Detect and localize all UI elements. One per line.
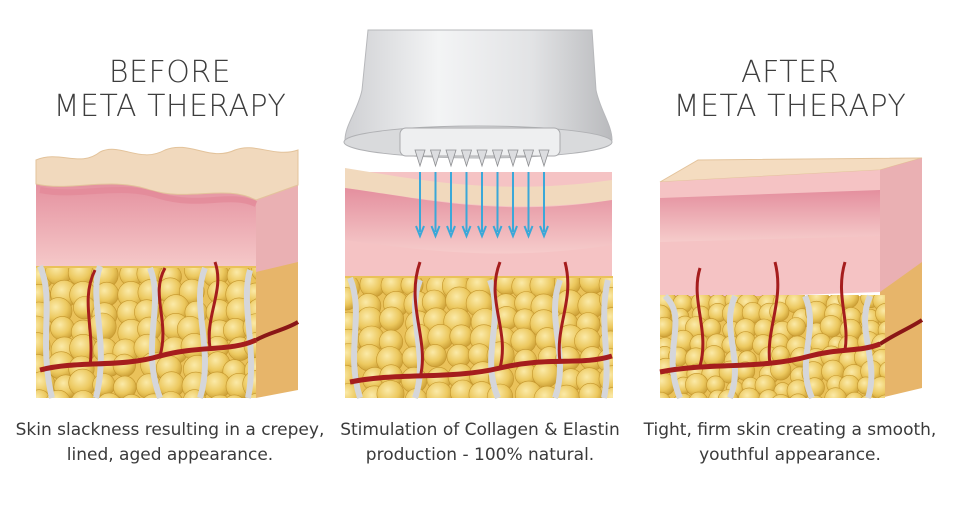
penetration-arrow — [430, 172, 441, 239]
after-heading-line-1: AFTER — [741, 55, 839, 90]
microneedle-device-icon — [343, 29, 613, 159]
needle-tip — [445, 149, 457, 168]
after-caption: Tight, firm skin creating a smooth, yout… — [630, 418, 950, 468]
fat-cell — [425, 381, 453, 398]
fat-cell — [845, 391, 865, 398]
needle-tip — [507, 149, 519, 168]
needle-tip — [476, 149, 488, 168]
fat-cell — [875, 303, 885, 325]
fat-cell — [159, 391, 183, 398]
fat-cell — [807, 395, 823, 398]
fat-cell — [36, 389, 51, 398]
fat-cell — [71, 390, 95, 398]
fat-cell — [225, 394, 243, 398]
needle-tip — [491, 149, 504, 168]
needle-arrow-icon — [414, 149, 550, 239]
fat-cell — [210, 394, 229, 398]
fat-cell — [379, 306, 405, 332]
fat-cell — [824, 387, 847, 398]
needle-tip — [414, 149, 426, 168]
fat-cell — [98, 392, 120, 398]
fat-cell — [50, 316, 75, 341]
before-heading-line-2: META THERAPY — [53, 89, 287, 124]
before-caption-line-2: lined, aged appearance. — [66, 445, 274, 465]
needle-tip — [429, 149, 442, 168]
needle-tip — [460, 149, 473, 168]
penetration-arrow — [446, 172, 456, 239]
before-heading-line-1: BEFORE — [108, 55, 232, 90]
fat-cell — [660, 316, 675, 338]
fat-cell — [122, 394, 141, 398]
fat-cell — [877, 394, 885, 398]
before-caption: Skin slackness resulting in a crepey, li… — [10, 418, 330, 468]
fat-cell — [738, 387, 761, 398]
needle-tip — [538, 149, 550, 168]
fat-cell — [735, 331, 756, 352]
after-heading-line-2: META THERAPY — [673, 89, 907, 124]
before-heading: BEFORE META THERAPY — [40, 56, 300, 124]
fat-cell — [717, 389, 739, 398]
penetration-arrow — [461, 172, 472, 239]
during-caption-line-1: Stimulation of Collagen & Elastin — [340, 420, 620, 440]
penetration-arrow — [523, 172, 534, 239]
fat-cell — [423, 344, 447, 368]
penetration-arrow — [539, 172, 549, 239]
fat-cell — [660, 391, 671, 398]
fat-cell — [786, 317, 806, 337]
during-caption: Stimulation of Collagen & Elastin produc… — [320, 418, 640, 468]
penetration-arrow — [477, 172, 487, 239]
skin-block-before — [35, 146, 300, 400]
fat-cell — [879, 361, 885, 381]
needle-tip — [522, 149, 535, 168]
fat-cell — [376, 380, 405, 398]
penetration-arrow — [415, 172, 425, 239]
penetration-arrow — [508, 172, 518, 239]
after-caption-line-2: youthful appearance. — [699, 445, 881, 465]
fat-cell — [789, 393, 807, 398]
skin-block-during — [343, 29, 613, 400]
fat-cell — [689, 391, 708, 398]
before-caption-line-1: Skin slackness resulting in a crepey, — [15, 420, 325, 440]
during-caption-line-2: production - 100% natural. — [365, 445, 595, 465]
penetration-arrow — [492, 172, 503, 239]
fat-cell — [772, 394, 790, 398]
after-caption-line-1: Tight, firm skin creating a smooth, — [643, 420, 937, 440]
fat-cell — [758, 389, 779, 398]
skin-block-after — [659, 157, 924, 400]
fat-cell — [578, 382, 603, 398]
after-heading: AFTER META THERAPY — [660, 56, 920, 124]
